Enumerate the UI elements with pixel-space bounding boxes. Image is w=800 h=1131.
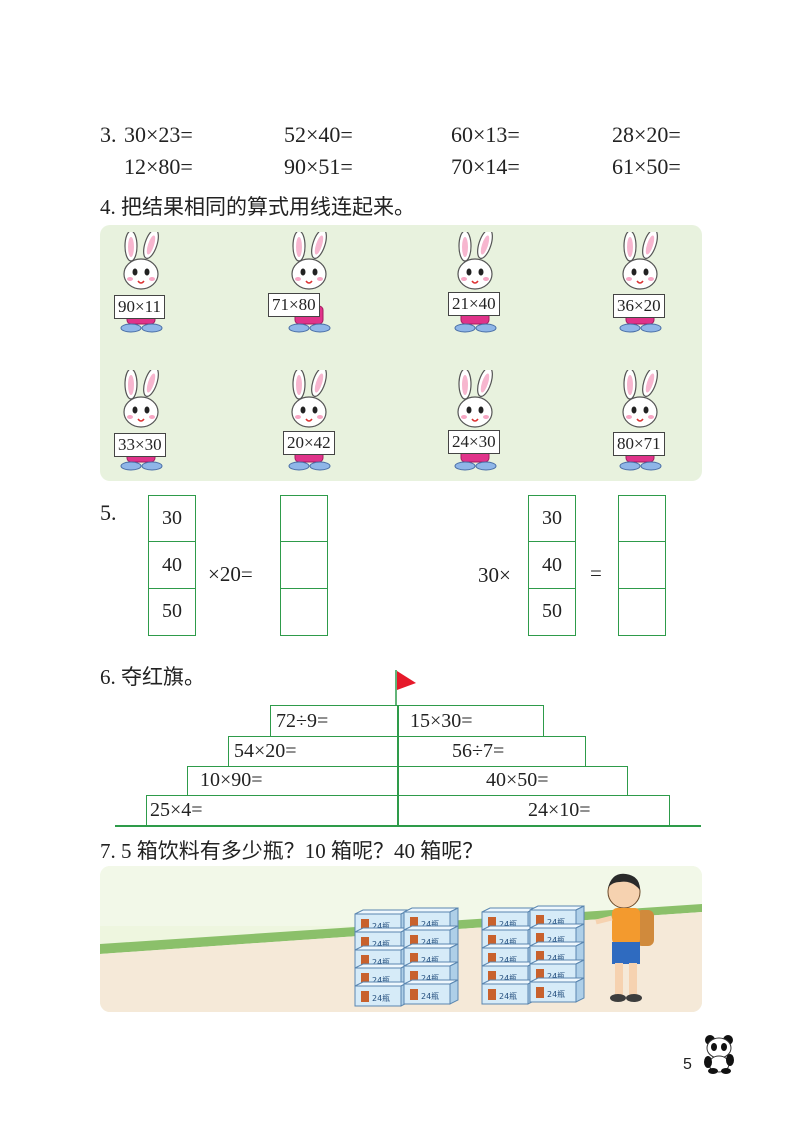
- multiplier-cell: 30: [528, 494, 576, 543]
- expression-card[interactable]: 24×30: [448, 430, 500, 454]
- pyramid-ground-line: [115, 825, 701, 827]
- bunny-illustration: [619, 232, 662, 333]
- q7-title: 7. 5 箱饮料有多少瓶？10 箱呢？40 箱呢？: [100, 839, 484, 863]
- step-expression: 15×30=: [410, 710, 473, 732]
- answer-box[interactable]: [618, 587, 666, 636]
- step-expression: 72÷9=: [276, 710, 329, 732]
- q5-right-answer-column: [618, 494, 666, 636]
- expression-card[interactable]: 33×30: [114, 433, 166, 457]
- pyramid-center-line: [397, 705, 399, 826]
- pyramid-step: [270, 705, 544, 737]
- q4-panel: [100, 225, 702, 481]
- multiplicand-cell: 40: [148, 541, 196, 589]
- answer-box[interactable]: [618, 541, 666, 589]
- drink-boxes-illustration: 24瓶: [100, 866, 702, 1012]
- bunny-illustration: [120, 370, 163, 471]
- step-expression: 10×90=: [200, 769, 263, 791]
- q3-expr: 28×20=: [612, 122, 681, 147]
- answer-box[interactable]: [280, 494, 328, 543]
- q5-left-column: 30 40 50: [148, 494, 196, 636]
- step-expression: 25×4=: [150, 799, 203, 821]
- multiplier-cell: 50: [528, 587, 576, 636]
- page-number: 5: [683, 1056, 692, 1073]
- q6-title: 6. 夺红旗。: [100, 665, 205, 689]
- q4-title: 4. 把结果相同的算式用线连起来。: [100, 195, 415, 219]
- panda-icon: [704, 1035, 734, 1074]
- q5-left-answer-column: [280, 494, 328, 636]
- expression-card[interactable]: 90×11: [114, 295, 165, 319]
- expression-card[interactable]: 80×71: [613, 432, 665, 456]
- q3-label: 3.: [100, 122, 117, 147]
- bunny-illustration: [120, 232, 163, 333]
- bunny-illustration: [288, 370, 331, 471]
- multiplicand-cell: 50: [148, 587, 196, 636]
- expression-card[interactable]: 20×42: [283, 431, 335, 455]
- q3-expr: 52×40=: [284, 122, 353, 147]
- expression-card[interactable]: 36×20: [613, 294, 665, 318]
- answer-box[interactable]: [280, 541, 328, 589]
- pyramid-step: [146, 795, 670, 826]
- step-expression: 56÷7=: [452, 740, 505, 762]
- q5-right-column: 30 40 50: [528, 494, 576, 636]
- bunny-illustration: [454, 370, 497, 471]
- bunny-illustration: [454, 232, 497, 333]
- step-expression: 40×50=: [486, 769, 549, 791]
- q5-left-operator: ×20=: [208, 562, 253, 586]
- answer-box[interactable]: [618, 494, 666, 543]
- q5-right-equals: =: [590, 561, 602, 585]
- bunny-illustration: [619, 370, 662, 471]
- answer-box[interactable]: [280, 587, 328, 636]
- q5-right-prefix: 30×: [478, 563, 511, 587]
- step-expression: 24×10=: [528, 799, 591, 821]
- q3-expr: 70×14=: [451, 154, 520, 179]
- q3-expr: 30×23=: [124, 122, 193, 147]
- multiplicand-cell: 30: [148, 494, 196, 543]
- expression-card[interactable]: 71×80: [268, 293, 320, 317]
- red-flag-icon: [395, 670, 416, 708]
- q5-label: 5.: [100, 500, 117, 525]
- multiplier-cell: 40: [528, 541, 576, 589]
- q3-expr: 12×80=: [124, 154, 193, 179]
- pyramid-step: [228, 736, 586, 767]
- bunny-illustration: [288, 232, 331, 333]
- expression-card[interactable]: 21×40: [448, 292, 500, 316]
- q3-expr: 60×13=: [451, 122, 520, 147]
- step-expression: 54×20=: [234, 740, 297, 762]
- q3-expr: 61×50=: [612, 154, 681, 179]
- q3-expr: 90×51=: [284, 154, 353, 179]
